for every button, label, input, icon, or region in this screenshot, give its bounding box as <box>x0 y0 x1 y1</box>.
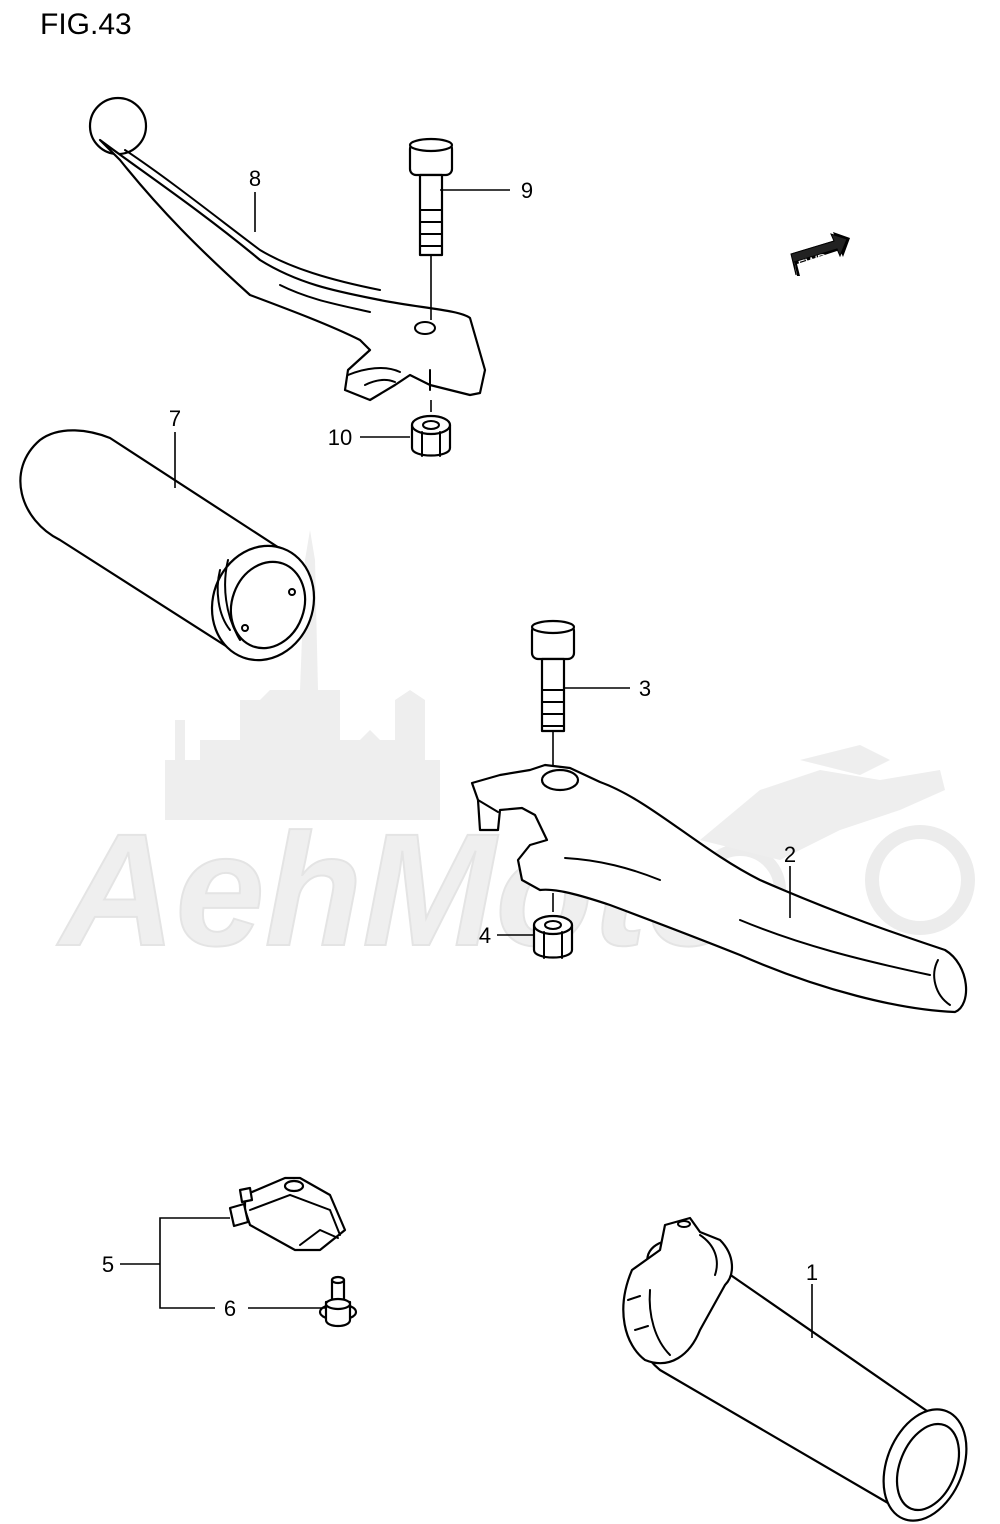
leader-lines <box>120 189 813 1338</box>
part-2-clutch-lever <box>470 763 968 1014</box>
fwd-direction-badge: FWD <box>790 232 850 276</box>
callout-label-2: 2 <box>784 842 796 867</box>
figure-title: FIG.43 <box>40 8 132 41</box>
part-6-switch-screw <box>318 1275 358 1328</box>
callout-label-10: 10 <box>328 425 352 450</box>
part-7-handlebar-grip <box>19 429 316 662</box>
part-5-switch-assembly <box>228 1176 347 1252</box>
callout-label-4: 4 <box>479 923 491 948</box>
callout-labels: 1 2 3 4 5 6 7 8 9 10 <box>102 166 818 1321</box>
callout-label-8: 8 <box>249 166 261 191</box>
callout-label-3: 3 <box>639 676 651 701</box>
callout-label-6: 6 <box>224 1296 236 1321</box>
callout-label-1: 1 <box>806 1260 818 1285</box>
callout-label-9: 9 <box>521 178 533 203</box>
part-9-lever-bolt <box>408 137 454 320</box>
part-4-lever-nut <box>532 893 574 959</box>
callout-label-7: 7 <box>169 406 181 431</box>
part-8-brake-lever <box>88 96 487 402</box>
part-1-throttle-grip <box>622 1216 968 1522</box>
part-3-lever-bolt <box>530 619 576 770</box>
callout-label-5: 5 <box>102 1252 114 1277</box>
part-10-lever-nut <box>410 400 452 457</box>
watermark-castle-icon <box>165 530 440 820</box>
